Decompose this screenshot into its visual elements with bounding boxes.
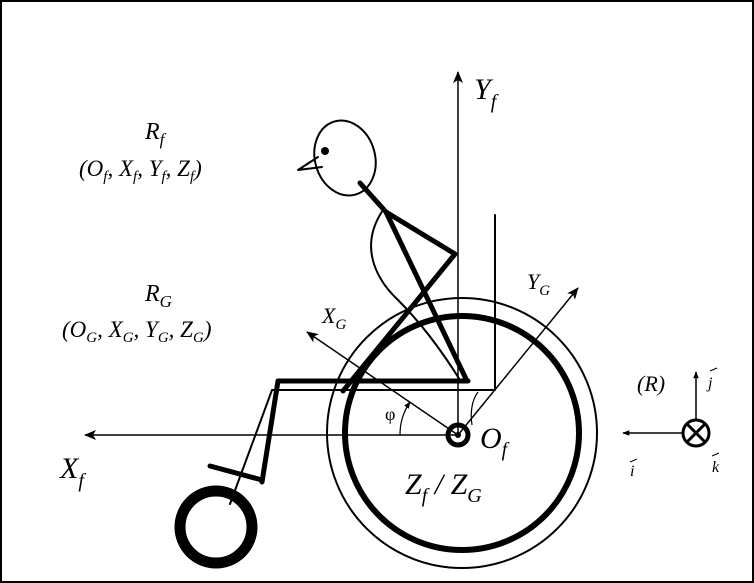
arm: [340, 209, 458, 394]
yf-axis-label: Yf: [474, 73, 499, 113]
frame-rf-definition: (Of, Xf, Yf, Zf): [79, 156, 202, 185]
zf-zg-label: Zf / ZG: [405, 468, 482, 507]
vector-i-label: i: [630, 463, 634, 480]
head: [313, 119, 377, 197]
small-arc: [470, 391, 479, 426]
xg-axis-label: XG: [321, 303, 346, 333]
origin-label: Of: [480, 422, 510, 461]
seat-front-frame: [259, 378, 471, 485]
frame-rg-title: RG: [144, 281, 172, 311]
occupant: [297, 119, 470, 394]
circled-x-icon: [681, 418, 711, 448]
frame-rf-title: Rf: [144, 119, 167, 149]
phi-label: φ: [385, 404, 395, 424]
vector-j-label: j: [706, 375, 713, 392]
wheelchair-frame: [207, 214, 496, 505]
vector-k-label: k: [712, 459, 720, 476]
origin-marker: [445, 422, 471, 448]
back-curve: [370, 209, 461, 381]
origin-dot: [455, 432, 461, 438]
yg-axis: [457, 287, 579, 436]
reference-frame-label: (R): [637, 371, 665, 396]
frame-rg-definition: (OG, XG, YG, ZG): [62, 317, 211, 346]
phi-angle-arc: [399, 401, 411, 436]
axes: [84, 71, 579, 440]
vector-overbars: [629, 367, 720, 463]
caster-wheel: [174, 485, 258, 569]
wheel-outer-rim: [326, 297, 598, 569]
nose: [297, 156, 323, 171]
wheel-tire: [342, 313, 582, 553]
xf-axis-label: Xf: [59, 452, 86, 492]
yg-axis-label: YG: [527, 269, 550, 299]
footrest: [207, 463, 265, 483]
seat-back-frame: [229, 214, 496, 505]
xg-axis: [306, 331, 459, 436]
eye: [321, 147, 329, 155]
